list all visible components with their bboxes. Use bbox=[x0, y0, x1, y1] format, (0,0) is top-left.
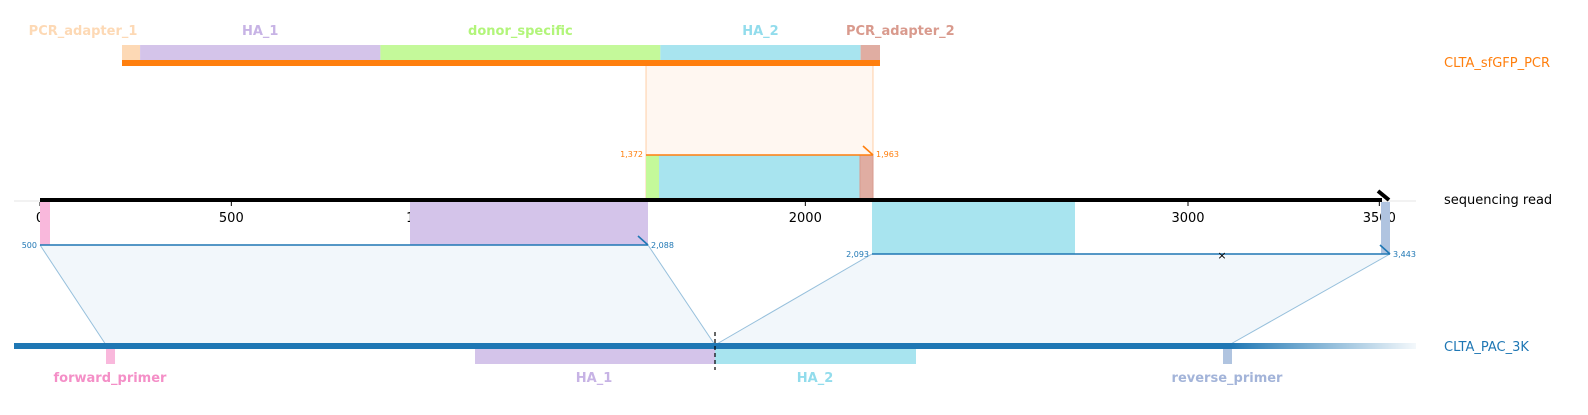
ref-feature-reverse-primer bbox=[1223, 343, 1232, 364]
read-feature-adapter2 bbox=[859, 154, 874, 201]
mismatch-marker: × bbox=[1217, 249, 1226, 262]
ref-alignment-2-arrow bbox=[1379, 244, 1391, 255]
ref-alignment-1-start: 500 bbox=[22, 241, 37, 250]
pcr-feature-rects bbox=[122, 45, 880, 61]
read-track: 0500100015002000250030003500 sequencing … bbox=[14, 189, 1552, 226]
read-arrow-head bbox=[1376, 189, 1391, 202]
ref-backbone-fade bbox=[1230, 343, 1416, 349]
ref-label-forward-primer: forward_primer bbox=[54, 371, 168, 386]
ref-feature-forward-primer bbox=[106, 343, 115, 364]
pcr-feature-pcr-adapter-1 bbox=[122, 45, 141, 61]
pcr-feature-donor-specific bbox=[380, 45, 661, 61]
read-feature-ha2-lower bbox=[872, 202, 1075, 254]
ref-alignment-2-start: 2,093 bbox=[846, 250, 869, 259]
pcr-backbone bbox=[122, 60, 880, 66]
pcr-alignment-start: 1,372 bbox=[620, 150, 643, 159]
read-feature-reverse-primer bbox=[1381, 202, 1390, 254]
ref-track-label: CLTA_PAC_3K bbox=[1444, 340, 1529, 355]
pcr-alignment-end: 1,963 bbox=[876, 150, 899, 159]
ref-label-reverse-primer: reverse_primer bbox=[1172, 371, 1284, 386]
read-feature-forward-primer bbox=[40, 202, 50, 245]
pcr-alignment: 1,372 1,963 bbox=[620, 62, 899, 201]
ref-alignment-2-end: 3,443 bbox=[1393, 250, 1416, 259]
pcr-track-label: CLTA_sfGFP_PCR bbox=[1444, 56, 1550, 71]
ref-alignment-1-shade bbox=[40, 245, 715, 345]
read-feature-ha2-upper bbox=[659, 155, 860, 200]
ref-label-ha2: HA_2 bbox=[797, 371, 834, 386]
pcr-feature-labels: PCR_adapter_1 HA_1 donor_specific HA_2 PCR_a… bbox=[29, 24, 955, 39]
pcr-feature-ha-1 bbox=[140, 45, 381, 61]
read-tick-label: 500 bbox=[219, 211, 244, 226]
pcr-label-ha-2: HA_2 bbox=[742, 24, 779, 39]
read-tick-label: 3000 bbox=[1171, 211, 1204, 226]
ref-alignment-1-edge-left bbox=[39, 244, 107, 346]
read-features-below bbox=[40, 202, 1390, 254]
read-tick-label: 3500 bbox=[1363, 211, 1396, 226]
pcr-feature-ha-2 bbox=[660, 45, 861, 61]
read-feature-ha1 bbox=[410, 202, 648, 245]
ref-alignment-2-edge-right bbox=[1228, 253, 1391, 346]
ref-label-ha1: HA_1 bbox=[576, 371, 613, 386]
ref-alignment-1-arrow bbox=[637, 235, 649, 246]
pcr-alignment-arrow bbox=[862, 145, 874, 156]
pcr-label-ha-1: HA_1 bbox=[242, 24, 279, 39]
ref-track: forward_primer HA_1 HA_2 reverse_primer … bbox=[14, 332, 1529, 386]
pcr-label-pcr-adapter-1: PCR_adapter_1 bbox=[29, 24, 138, 39]
read-feature-donor bbox=[646, 155, 659, 200]
ref-alignment-1: 500 2,088 bbox=[22, 235, 716, 346]
read-track-label: sequencing read bbox=[1444, 193, 1552, 208]
pcr-label-pcr-adapter-2: PCR_adapter_2 bbox=[846, 24, 955, 39]
read-tick-label: 2000 bbox=[789, 211, 822, 226]
read-ticks: 0500100015002000250030003500 bbox=[36, 202, 1396, 226]
pcr-feature-pcr-adapter-2 bbox=[860, 45, 880, 61]
pcr-label-donor-specific: donor_specific bbox=[468, 24, 573, 39]
ref-alignment-2-edge-left bbox=[714, 253, 873, 346]
pcr-track: PCR_adapter_1 HA_1 donor_specific HA_2 PCR_a… bbox=[29, 24, 1550, 71]
ref-alignment-1-edge-right bbox=[647, 244, 716, 346]
ref-backbone bbox=[14, 343, 1230, 349]
ref-alignment-2: × 2,093 3,443 bbox=[714, 244, 1416, 346]
ref-alignment-2-shade bbox=[715, 254, 1390, 345]
ref-alignment-1-end: 2,088 bbox=[651, 241, 674, 250]
